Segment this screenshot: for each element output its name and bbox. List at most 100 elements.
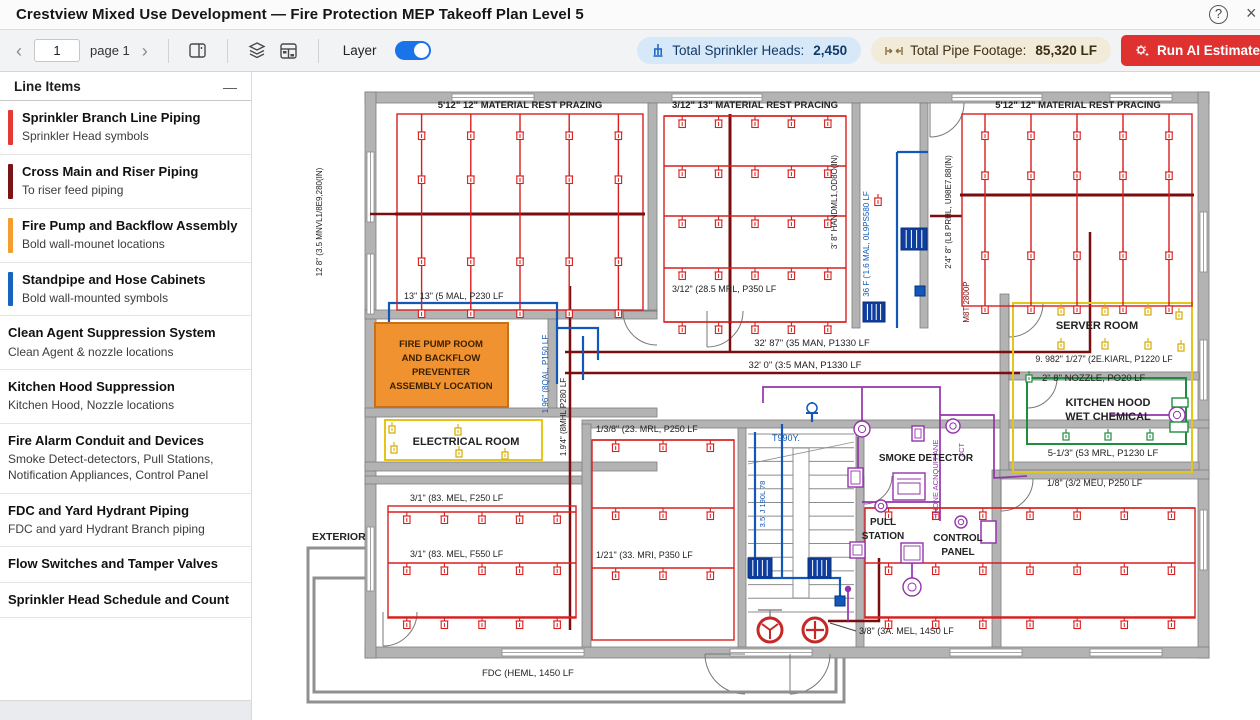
line-item-title: Standpipe and Hose Cabinets xyxy=(22,271,206,287)
line-item-subtitle: Smoke Detect-detectors, Pull Stations, N… xyxy=(8,452,214,482)
page-title: Crestview Mixed Use Development — Fire P… xyxy=(16,6,584,23)
toolbar: ‹ page 1 › Layer Total Sprinkler Heads:2… xyxy=(0,30,1260,72)
pump-feed xyxy=(387,301,559,384)
fire-alarm-device xyxy=(902,577,922,597)
sprinkler-grid xyxy=(591,439,735,641)
line-item-subtitle: Bold wall-mounted symbols xyxy=(22,290,169,305)
plan-label-tm_label: 3/12" (28.5 MRL, P350 LF xyxy=(672,284,777,294)
nozzle-symbol xyxy=(1177,340,1185,352)
hose-cabinet-symbol xyxy=(862,301,886,323)
collapse-minus-icon[interactable]: — xyxy=(223,78,237,95)
standpipe-device xyxy=(806,402,818,414)
nozzle-symbol xyxy=(1057,338,1065,350)
stairs xyxy=(747,433,855,613)
fire-alarm-device xyxy=(853,420,871,438)
line-item-title: Fire Alarm Conduit and Devices xyxy=(8,433,205,449)
pipe-length-icon xyxy=(885,46,903,55)
valve-symbol xyxy=(834,595,846,607)
plan-label-pump2: AND BACKFLOW xyxy=(402,353,481,364)
sprinkler-grid xyxy=(960,113,1194,315)
kitchen-cabinet-symbol xyxy=(1169,421,1189,433)
plan-label-server_sub: 9. 982" 1/27" (2E.KIARL, P1220 LF xyxy=(1035,354,1173,364)
nozzle-symbol xyxy=(1025,371,1033,383)
fire-alarm-device xyxy=(945,418,961,434)
run-ai-estimate-label: Run AI Estimate xyxy=(1156,43,1260,58)
split-panel-icon[interactable] xyxy=(187,40,209,62)
plan-label-kh2: WET CHEMICAL xyxy=(1065,411,1151,423)
plan-label-tl_header: 5'12" 12" MATERIAL REST PRAZING xyxy=(438,100,603,111)
fire-alarm-device xyxy=(911,425,925,442)
page-next-button[interactable]: › xyxy=(141,40,148,61)
sidebar-title: Line Items xyxy=(14,79,81,94)
total-pipe-footage-badge: Total Pipe Footage:85,320 LF xyxy=(871,37,1111,64)
sprinkler-icon xyxy=(653,44,663,57)
plan-label-pump4: ASSEMBLY LOCATION xyxy=(389,381,492,392)
line-items-sidebar: Line Items — Sprinkler Branch Line Pipin… xyxy=(0,72,252,720)
line-item-color-bar xyxy=(8,163,13,199)
line-item-subtitle: Bold wall-mounet locations xyxy=(22,236,165,251)
leader xyxy=(829,622,857,632)
divider xyxy=(226,38,228,63)
layers-icon[interactable] xyxy=(246,40,268,62)
nozzle-symbol xyxy=(388,422,396,434)
sidebar-header: Line Items — xyxy=(0,72,251,101)
line-item-title: FDC and Yard Hydrant Piping xyxy=(8,502,190,518)
fire-alarm-device xyxy=(847,467,864,488)
plan-label-pump3: PREVENTER xyxy=(412,367,470,378)
line-item[interactable]: Flow Switches and Tamper Valves xyxy=(0,547,251,583)
close-icon[interactable]: × xyxy=(1246,3,1257,23)
hose-cabinet-symbol xyxy=(807,557,832,579)
stat-value: 2,450 xyxy=(813,43,848,58)
run-ai-estimate-button[interactable]: Run AI Estimate xyxy=(1120,35,1260,66)
grid-table-icon[interactable] xyxy=(278,40,300,62)
nozzle-symbol xyxy=(501,448,509,460)
stair-riser xyxy=(749,576,842,596)
help-icon[interactable]: ? xyxy=(1209,5,1228,24)
plan-label-main2: 32' 0" (3:5 MAN, P1330 LF xyxy=(749,360,862,371)
nozzle-symbol xyxy=(1144,304,1152,316)
title-bar: Crestview Mixed Use Development — Fire P… xyxy=(0,0,1260,30)
fire-alarm-device xyxy=(844,585,852,593)
layer-toggle[interactable] xyxy=(394,41,431,60)
alarm-conduit xyxy=(762,386,941,521)
nozzle-symbol xyxy=(390,442,398,454)
plan-label-smoke: SMOKE DETECTOR xyxy=(879,453,974,464)
fire-alarm-device xyxy=(954,515,968,529)
line-item-color-bar xyxy=(8,217,13,253)
nozzle-symbol xyxy=(1175,308,1183,320)
plan-label-pump_vert_blue: 1 96" (8QAL, P150 LF xyxy=(541,335,550,414)
page-prev-button[interactable]: ‹ xyxy=(16,40,22,61)
line-item[interactable]: Sprinkler Head Schedule and Count xyxy=(0,583,251,618)
plan-label-tm_header: 3/12" 13" MATERIAL REST PRACING xyxy=(672,100,838,111)
plan-label-center2: 1/21" (33. MRI, P350 LF xyxy=(596,550,693,560)
plan-label-fdc: 3/8" (3A. MEL, 14S0 LF xyxy=(859,626,954,636)
fire-pump-room-box xyxy=(374,322,509,408)
sprinkler-grid xyxy=(864,507,1196,630)
kitchen-cabinet-symbol xyxy=(1171,397,1189,408)
plan-label-tr_header: 5'12" 12" MATERIAL REST PRACING xyxy=(995,100,1161,111)
divider xyxy=(317,38,319,63)
nozzle-symbol xyxy=(1057,304,1065,316)
page-number-input[interactable] xyxy=(34,39,80,62)
hose-cabinet-symbol xyxy=(900,227,928,251)
plan-label-center1: 1/3/8" (23. MRL, P250 LF xyxy=(596,424,698,434)
line-item-title: Sprinkler Branch Line Piping xyxy=(22,110,201,125)
plan-label-tm_vert: 3' 8" HANDML1,OD8O(IN) xyxy=(830,155,839,250)
plan-label-bl2: 3/1" (83. MEL, F550 LF xyxy=(410,549,504,559)
device-box xyxy=(980,520,997,544)
line-item-title: Cross Main and Riser Piping xyxy=(22,163,199,179)
plan-label-br: 1/8" (3/2 MEU, P250 LF xyxy=(1047,478,1143,488)
fire-alarm-device xyxy=(849,541,866,559)
electrical-room-outline xyxy=(384,419,543,461)
plan-canvas[interactable]: 5'12" 12" MATERIAL REST PRAZING 3/12" 13"… xyxy=(252,72,1260,720)
exterior-pipe xyxy=(306,546,846,704)
floor-plan: 5'12" 12" MATERIAL REST PRAZING 3/12" 13"… xyxy=(306,91,1210,704)
